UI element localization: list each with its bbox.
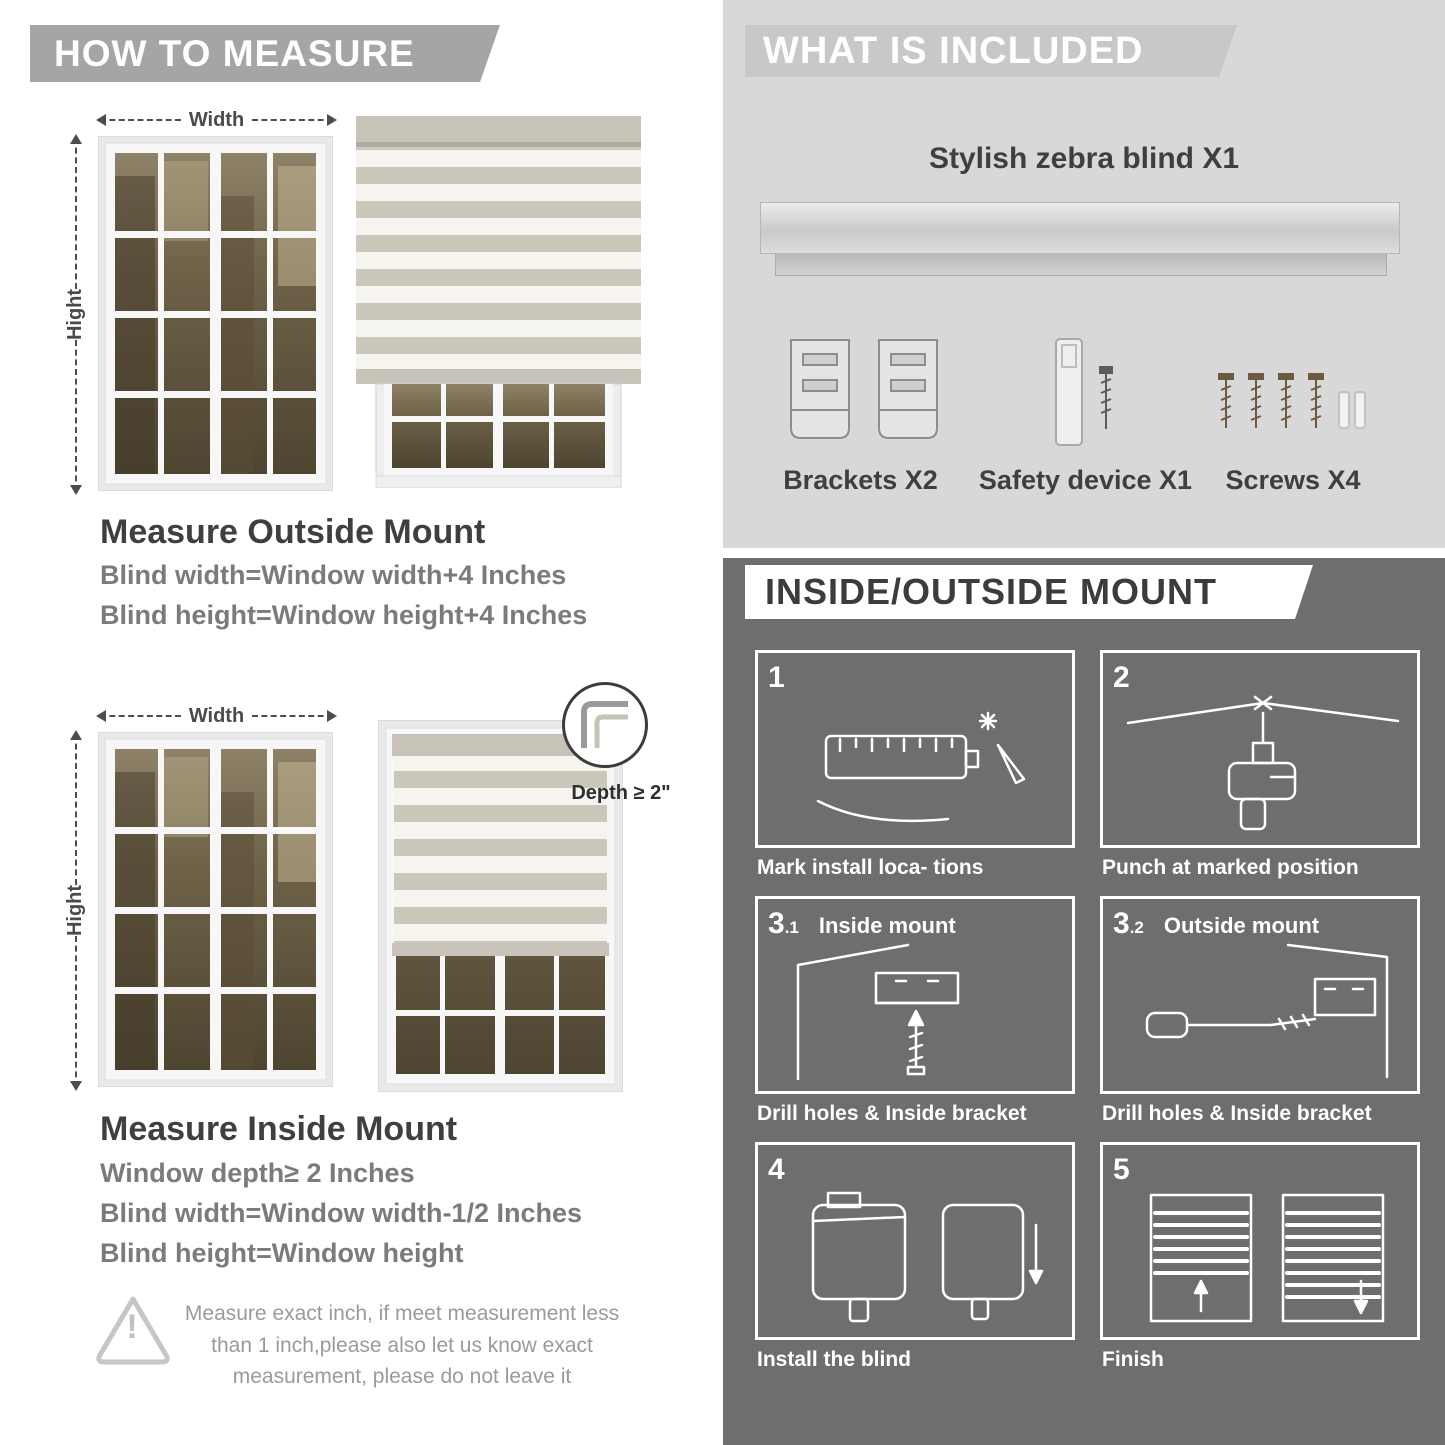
- step-cell-4: 4: [755, 1142, 1075, 1388]
- safety-device-icon: [1018, 333, 1138, 463]
- step-panel-4: 4: [755, 1142, 1075, 1340]
- headrail-bottom-strip: [775, 254, 1387, 276]
- width-arrow-line-right: [252, 114, 338, 126]
- width-arrow-inside: Width: [96, 704, 338, 727]
- step-cell-5: 5: [1100, 1142, 1420, 1388]
- inside-mount-line-3: Blind height=Window height: [100, 1238, 464, 1268]
- inside-mount-heading: Measure Inside Mount: [100, 1110, 458, 1148]
- width-arrow-line-left: [96, 114, 181, 126]
- hight-label: Hight: [64, 288, 87, 341]
- step-panel-3-1: 3 .1 Inside mount: [755, 896, 1075, 1094]
- item-label-safety-device: Safety device X1: [978, 465, 1193, 495]
- step-caption: Finish: [1102, 1348, 1164, 1371]
- step-number-sub: .1: [784, 918, 799, 937]
- mount-steps-grid: 1: [755, 650, 1420, 1388]
- depth-label: Depth ≥ 2": [571, 782, 671, 804]
- item-label-brackets: Brackets X2: [783, 465, 938, 495]
- step-number: 3: [1113, 907, 1130, 940]
- inside-outside-mount-banner-label: INSIDE/OUTSIDE MOUNT: [765, 571, 1218, 612]
- height-arrow-line-top: [70, 134, 82, 289]
- step3-2-outside-bracket-illustration: [1145, 943, 1389, 1079]
- step-cell-1: 1: [755, 650, 1075, 896]
- height-arrow-outside: Hight: [64, 134, 87, 495]
- step-number: 3: [768, 907, 785, 940]
- inside-outside-mount-banner: INSIDE/OUTSIDE MOUNT: [745, 565, 1313, 619]
- outside-mount-line-2: Blind height=Window height+4 Inches: [100, 600, 588, 630]
- warning-text: Measure exact inch, if meet measurement …: [184, 1302, 620, 1388]
- warning-exclamation-glyph: !: [126, 1308, 138, 1346]
- height-arrow-line-bottom: [70, 936, 82, 1091]
- headrail-illustration: [760, 202, 1400, 254]
- product-title: Stylish zebra blind X1: [928, 142, 1240, 175]
- outside-mount-line-1: Blind width=Window width+4 Inches: [100, 560, 567, 590]
- how-to-measure-banner: HOW TO MEASURE: [30, 25, 500, 82]
- width-arrow-line-left: [96, 710, 181, 722]
- step-cell-3-2: 3 .2 Outside mount: [1100, 896, 1420, 1142]
- window-corner-zoom-icon: [581, 701, 628, 748]
- step1-mark-illustration: [816, 711, 1026, 823]
- inside-mount-line-1: Window depth≥ 2 Inches: [100, 1158, 415, 1188]
- zebra-blind-inside-illustration: [377, 719, 624, 1097]
- step-panel-3-2: 3 .2 Outside mount: [1100, 896, 1420, 1094]
- height-arrow-line-bottom: [70, 340, 82, 495]
- step-panel-1: 1: [755, 650, 1075, 848]
- step-number: 4: [768, 1153, 785, 1186]
- screws-icon: [1211, 370, 1371, 450]
- step-title: Inside mount: [818, 913, 956, 938]
- step3-1-inside-bracket-illustration: [796, 943, 960, 1081]
- item-label-screws: Screws X4: [1225, 465, 1361, 495]
- step-caption: Mark install loca- tions: [757, 856, 984, 879]
- width-arrow-line-right: [252, 710, 338, 722]
- how-to-measure-section: HOW TO MEASURE Width Hight: [0, 0, 712, 1445]
- height-arrow-inside: Hight: [64, 730, 87, 1091]
- zebra-blind-outside-illustration: [356, 116, 641, 493]
- step-panel-2: 2: [1100, 650, 1420, 848]
- step-cell-3-1: 3 .1 Inside mount: [755, 896, 1075, 1142]
- step5-finish-illustration: [1149, 1193, 1385, 1323]
- step-number: 2: [1113, 661, 1130, 694]
- width-label: Width: [188, 704, 245, 727]
- step-title: Outside mount: [1163, 913, 1320, 938]
- what-is-included-section: WHAT IS INCLUDED Stylish zebra blind X1: [723, 0, 1445, 548]
- outside-mount-heading: Measure Outside Mount: [100, 513, 486, 551]
- step4-install-illustration: [811, 1191, 1044, 1323]
- step-panel-5: 5: [1100, 1142, 1420, 1340]
- window-illustration-inside: [97, 731, 334, 1092]
- inside-mount-line-2: Blind width=Window width-1/2 Inches: [100, 1198, 583, 1228]
- depth-callout-circle: [562, 682, 648, 768]
- step-number: 5: [1113, 1153, 1130, 1186]
- warning-icon: !: [92, 1292, 182, 1376]
- what-is-included-banner: WHAT IS INCLUDED: [745, 25, 1237, 77]
- how-to-measure-banner-label: HOW TO MEASURE: [54, 32, 415, 74]
- height-arrow-line-top: [70, 730, 82, 885]
- hight-label: Hight: [64, 884, 87, 937]
- window-illustration-outside: [97, 135, 334, 496]
- brackets-icon: [785, 336, 945, 459]
- inside-outside-mount-section: INSIDE/OUTSIDE MOUNT 1: [723, 558, 1445, 1445]
- what-is-included-banner-label: WHAT IS INCLUDED: [763, 29, 1144, 72]
- step-caption: Drill holes & Inside bracket: [1102, 1102, 1372, 1125]
- step2-drill-illustration: [1126, 695, 1400, 831]
- step-number: 1: [768, 661, 785, 694]
- step-cell-2: 2: [1100, 650, 1420, 896]
- step-caption: Drill holes & Inside bracket: [757, 1102, 1027, 1125]
- width-label: Width: [188, 108, 245, 131]
- step-caption: Punch at marked position: [1102, 856, 1359, 879]
- width-arrow-outside: Width: [96, 108, 338, 131]
- step-number-sub: .2: [1129, 918, 1144, 937]
- step-caption: Install the blind: [757, 1348, 912, 1371]
